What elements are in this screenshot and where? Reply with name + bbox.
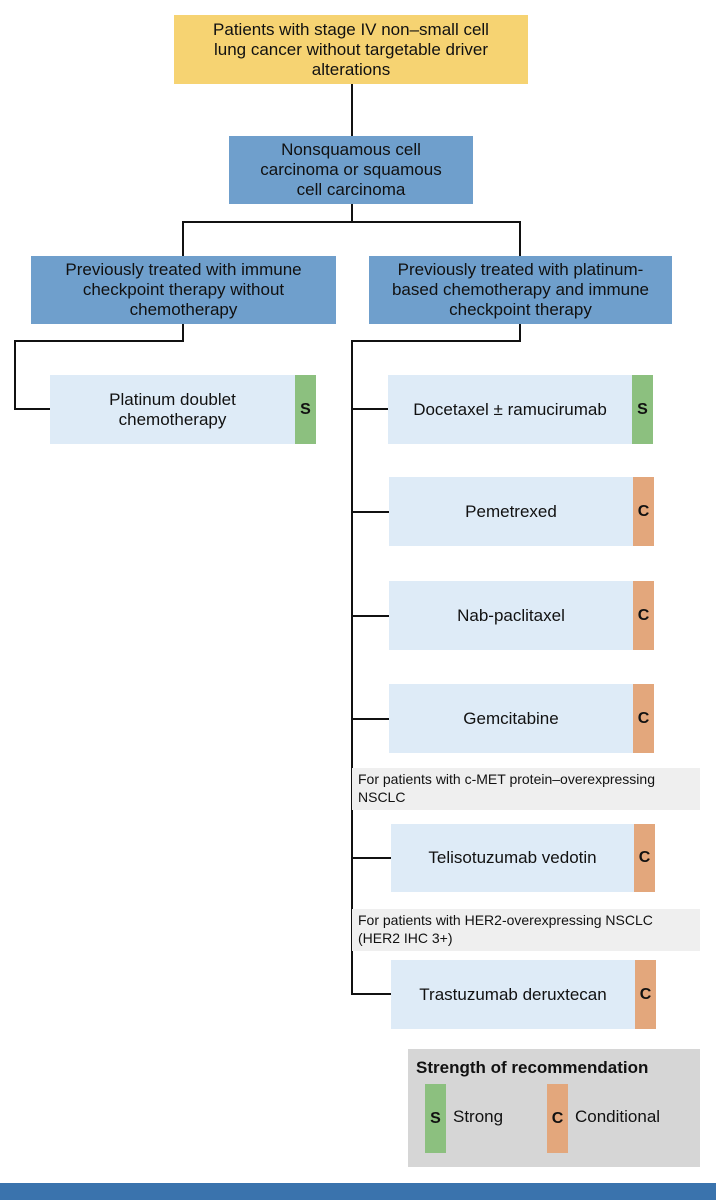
connector-left-vertical bbox=[14, 340, 16, 410]
strength-badge: S bbox=[632, 375, 653, 444]
legend-conditional-badge: C bbox=[547, 1084, 568, 1153]
strength-badge: C bbox=[633, 477, 654, 546]
connector-right-option-5 bbox=[351, 857, 391, 859]
legend-strong-badge: S bbox=[425, 1084, 446, 1153]
legend-title: Strength of recommendation bbox=[416, 1058, 649, 1077]
strength-badge: C bbox=[633, 684, 654, 753]
connector-right-option-1 bbox=[351, 408, 388, 410]
right-branch-text: Previously treated with platinum-based c… bbox=[391, 260, 650, 319]
treatment-label: Nab-paclitaxel bbox=[457, 605, 565, 625]
connector-left-horizontal bbox=[14, 340, 184, 342]
treatment-option: Trastuzumab deruxtecan C bbox=[391, 960, 656, 1029]
right-branch-box: Previously treated with platinum-based c… bbox=[369, 256, 672, 324]
connector-left-down bbox=[182, 324, 184, 342]
connector-right-spine bbox=[351, 340, 353, 995]
connector-right-option-4 bbox=[351, 718, 389, 720]
legend-conditional-label: Conditional bbox=[575, 1107, 661, 1126]
treatment-label: Telisotuzumab vedotin bbox=[428, 848, 597, 867]
treatment-label: Gemcitabine bbox=[463, 708, 559, 728]
treatment-label: Trastuzumab deruxtecan bbox=[419, 984, 607, 1004]
strength-badge: C bbox=[633, 581, 654, 650]
treatment-option: Nab-paclitaxel C bbox=[389, 581, 654, 650]
connector-left-to-option bbox=[14, 408, 50, 410]
root-population-box: Patients with stage IV non–small cell lu… bbox=[174, 15, 528, 84]
her2-eligibility-note: For patients with HER2-overexpressing NS… bbox=[352, 909, 700, 951]
connector-right-down bbox=[519, 324, 521, 342]
root-population-text: Patients with stage IV non–small cell lu… bbox=[213, 19, 489, 79]
treatment-option: Pemetrexed C bbox=[389, 477, 654, 546]
legend-strong-label: Strong bbox=[453, 1107, 504, 1126]
treatment-label: Platinum doublet chemotherapy bbox=[109, 389, 236, 429]
histology-text: Nonsquamous cell carcinoma or squamous c… bbox=[260, 140, 442, 199]
connector-histology-stem bbox=[351, 204, 353, 222]
strength-legend: Strength of recommendation S Strong C Co… bbox=[408, 1049, 700, 1167]
cmet-eligibility-note: For patients with c-MET protein–overexpr… bbox=[352, 768, 700, 810]
treatment-label: Docetaxel ± ramucirumab bbox=[413, 399, 607, 419]
treatment-option: Platinum doublet chemotherapy S bbox=[50, 375, 316, 444]
connector-right-option-3 bbox=[351, 615, 389, 617]
connector-right-horizontal bbox=[351, 340, 521, 342]
connector-to-right-branch bbox=[519, 221, 521, 256]
left-branch-text: Previously treated with immune checkpoin… bbox=[65, 260, 302, 319]
treatment-label: Pemetrexed bbox=[465, 501, 557, 521]
connector-to-left-branch bbox=[182, 221, 184, 256]
treatment-option: Docetaxel ± ramucirumab S bbox=[388, 375, 653, 444]
strength-badge: C bbox=[635, 960, 656, 1029]
strength-badge: C bbox=[634, 824, 655, 892]
histology-box: Nonsquamous cell carcinoma or squamous c… bbox=[229, 136, 473, 204]
left-branch-box: Previously treated with immune checkpoin… bbox=[31, 256, 336, 324]
footer-bar bbox=[0, 1183, 716, 1200]
strength-badge: S bbox=[295, 375, 316, 444]
treatment-option: Telisotuzumab vedotin C bbox=[391, 824, 655, 892]
connector-branch-horizontal bbox=[182, 221, 521, 223]
connector-right-option-2 bbox=[351, 511, 389, 513]
treatment-option: Gemcitabine C bbox=[389, 684, 654, 753]
connector-root-to-histology bbox=[351, 84, 353, 136]
connector-right-option-6 bbox=[351, 993, 391, 995]
